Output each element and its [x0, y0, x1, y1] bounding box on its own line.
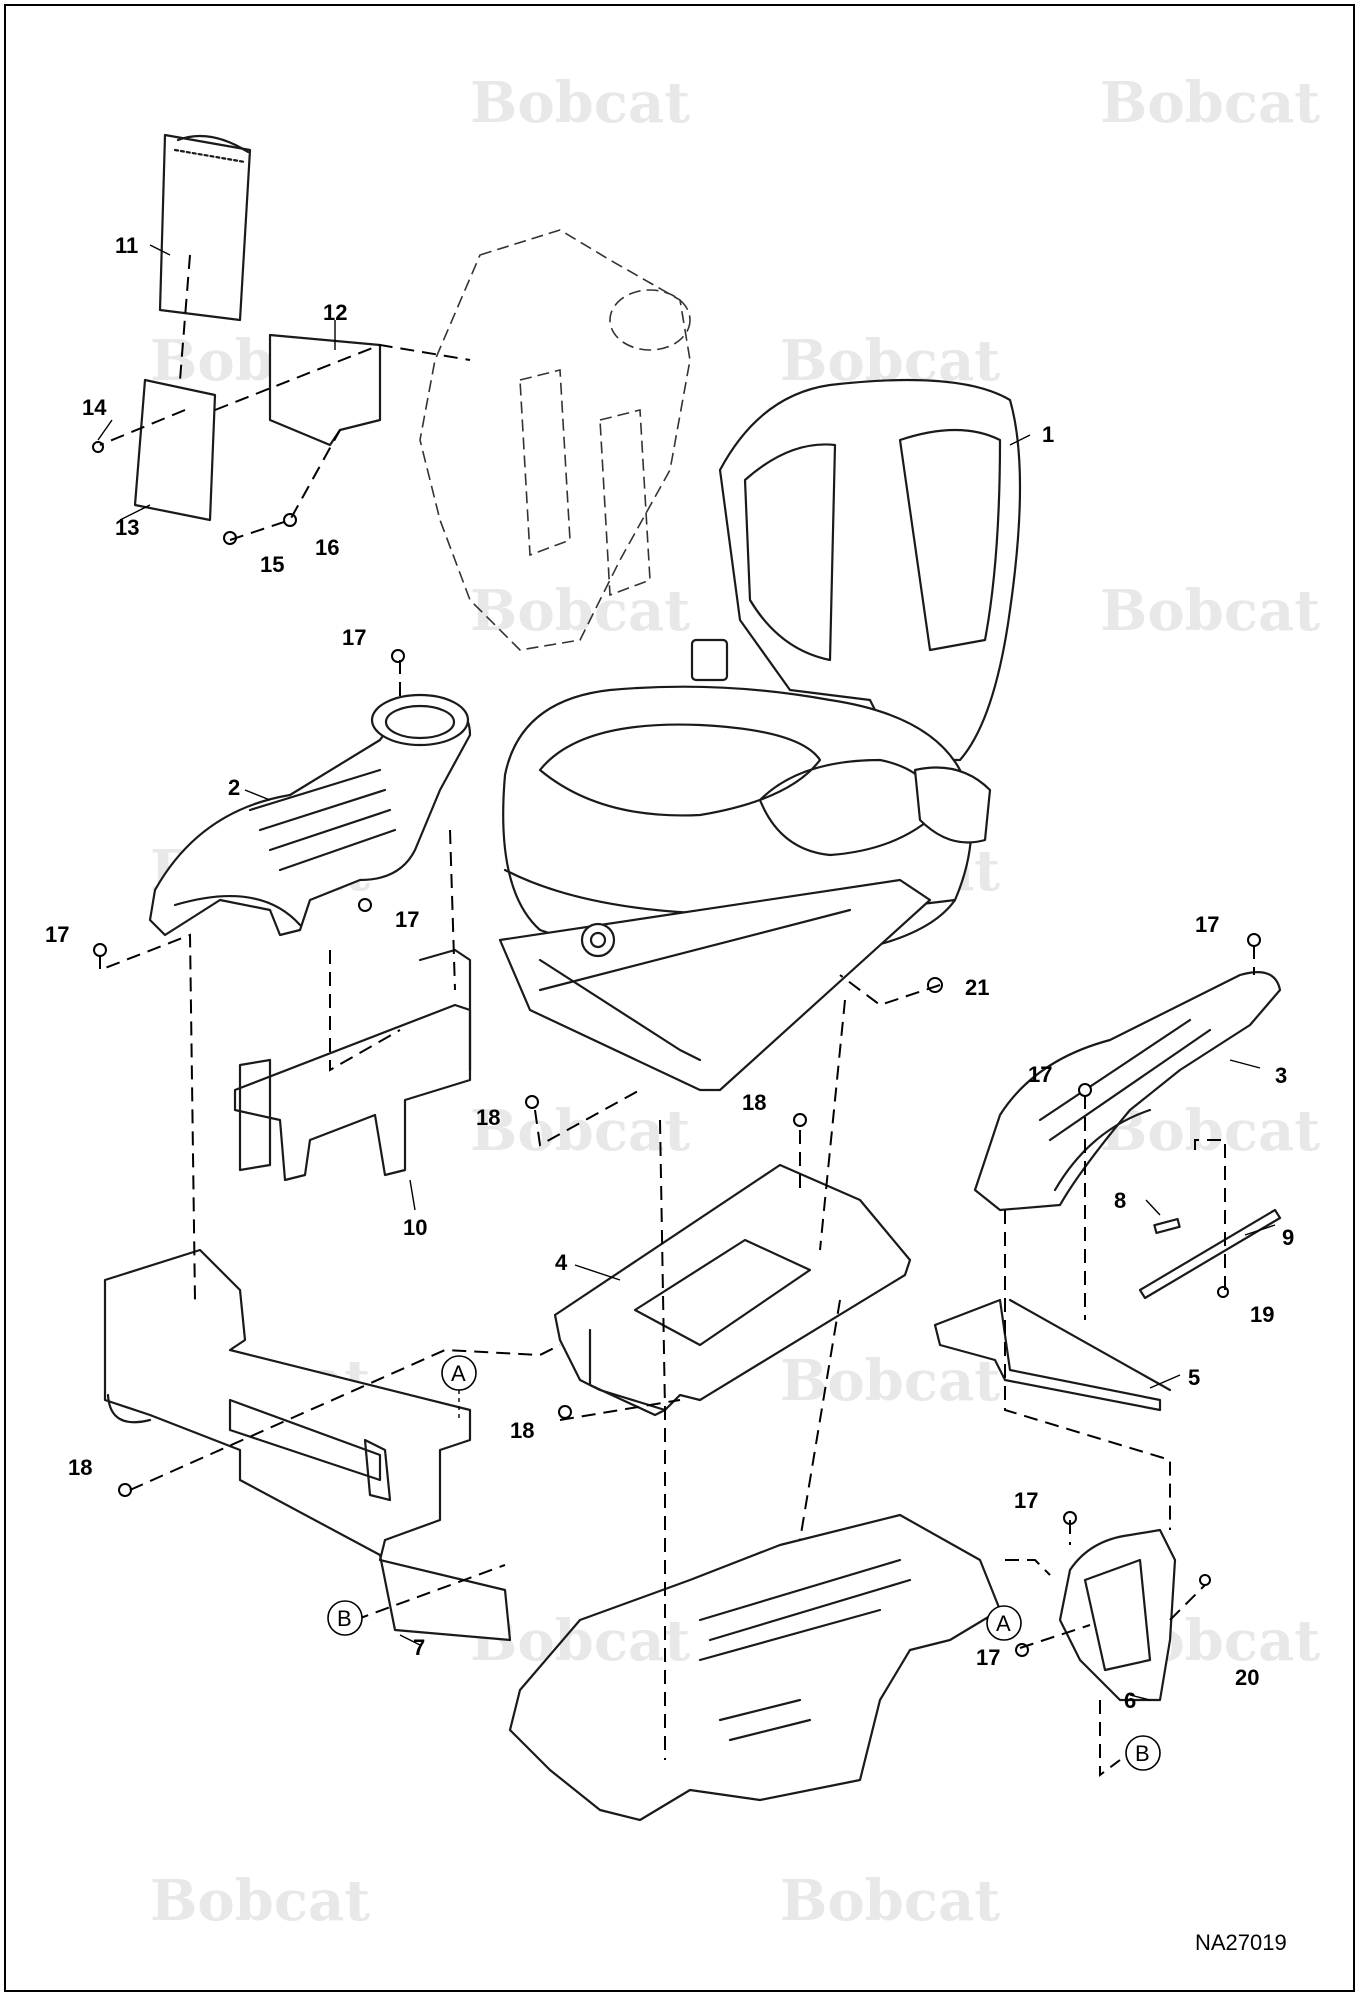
reference-markers: A B A B: [327, 1355, 1161, 1771]
washer-16-icon: [283, 513, 297, 527]
svg-text:Bobcat: Bobcat: [1100, 1098, 1320, 1164]
seat-mount-plate-part-4: [553, 1163, 912, 1417]
bolt-17-icon: [1078, 1083, 1092, 1097]
callout-16: 16: [315, 535, 339, 560]
callout-10: 10: [403, 1215, 427, 1240]
callout-14: 14: [82, 395, 107, 420]
callout-20: 20: [1235, 1665, 1259, 1690]
callout-17: 17: [1195, 912, 1219, 937]
callout-5: 5: [1188, 1365, 1200, 1390]
bolt-18-icon: [793, 1113, 807, 1127]
callout-6: 6: [1124, 1688, 1136, 1713]
ref-marker-b: B: [1125, 1735, 1161, 1771]
seat-pocket-part: [158, 133, 252, 322]
callout-13: 13: [115, 515, 139, 540]
callout-8: 8: [1114, 1188, 1126, 1213]
ref-marker-a: A: [986, 1605, 1022, 1641]
callout-2: 2: [228, 775, 240, 800]
side-cover-part-6: [1058, 1528, 1177, 1702]
svg-text:Bobcat: Bobcat: [470, 1098, 690, 1164]
bolt-18-icon: [525, 1095, 539, 1109]
figure-id: NA27019: [1195, 1930, 1287, 1955]
callout-1: 1: [1042, 422, 1054, 447]
seat-suspension-base: [498, 878, 932, 1092]
callout-17: 17: [45, 922, 69, 947]
callout-7: 7: [413, 1635, 425, 1660]
assembly-lines: [99, 254, 1255, 1777]
ref-marker-a: A: [441, 1355, 477, 1391]
callout-18: 18: [742, 1090, 766, 1115]
svg-text:Bobcat: Bobcat: [470, 578, 690, 644]
callout-17: 17: [342, 625, 366, 650]
svg-text:B: B: [337, 1606, 352, 1631]
callout-15: 15: [260, 552, 284, 577]
callout-9: 9: [1282, 1225, 1294, 1250]
callout-17: 17: [1028, 1062, 1052, 1087]
phantom-seat-frame: [419, 229, 691, 651]
left-console-part: [148, 693, 472, 937]
bolt-17-icon: [391, 649, 405, 663]
callout-21: 21: [965, 975, 989, 1000]
callout-17: 17: [1014, 1488, 1038, 1513]
callout-4: 4: [555, 1250, 568, 1275]
bolt-20-icon: [1199, 1574, 1211, 1586]
diagram-border: [4, 4, 1355, 1992]
small-hardware-8-9: [1138, 1208, 1282, 1300]
mounting-plate-part-13: [133, 378, 217, 522]
bolt-18-icon: [118, 1483, 132, 1497]
callout-3: 3: [1275, 1063, 1287, 1088]
bracket-part-5: [933, 1298, 1172, 1412]
svg-text:A: A: [996, 1611, 1011, 1636]
frame-plate-part-7: [103, 1248, 512, 1642]
bolt-17-icon: [93, 943, 107, 957]
ref-marker-b: B: [327, 1600, 363, 1636]
callout-19: 19: [1250, 1302, 1274, 1327]
right-console-part: [973, 971, 1282, 1212]
callout-labels: 1 2 3 4 5 6 7 8 9 10 11 12 13 14 15 16 1…: [45, 233, 1294, 1713]
callout-11: 11: [115, 233, 138, 258]
svg-text:B: B: [1135, 1741, 1150, 1766]
callout-18: 18: [68, 1455, 92, 1480]
callout-17: 17: [976, 1645, 1000, 1670]
leader-lines: [97, 244, 1276, 1701]
callout-18: 18: [476, 1105, 500, 1130]
bracket-assembly-part-10: [233, 948, 472, 1182]
bolt-19-icon: [1217, 1286, 1229, 1298]
svg-text:Bobcat: Bobcat: [470, 70, 690, 136]
callout-18: 18: [510, 1418, 534, 1443]
callout-12: 12: [323, 300, 347, 325]
svg-text:Bobcat: Bobcat: [1100, 578, 1320, 644]
bolt-17-icon: [358, 898, 372, 912]
machine-base-frame: [508, 1513, 1002, 1822]
svg-text:Bobcat: Bobcat: [150, 1868, 370, 1934]
svg-text:A: A: [451, 1361, 466, 1386]
seat-part: [502, 378, 1022, 962]
svg-text:Bobcat: Bobcat: [780, 1348, 1000, 1414]
svg-text:Bobcat: Bobcat: [1100, 70, 1320, 136]
callout-17: 17: [395, 907, 419, 932]
bolt-17-icon: [1247, 933, 1261, 947]
bolt-18-icon: [558, 1405, 572, 1419]
svg-text:Bobcat: Bobcat: [780, 1868, 1000, 1934]
